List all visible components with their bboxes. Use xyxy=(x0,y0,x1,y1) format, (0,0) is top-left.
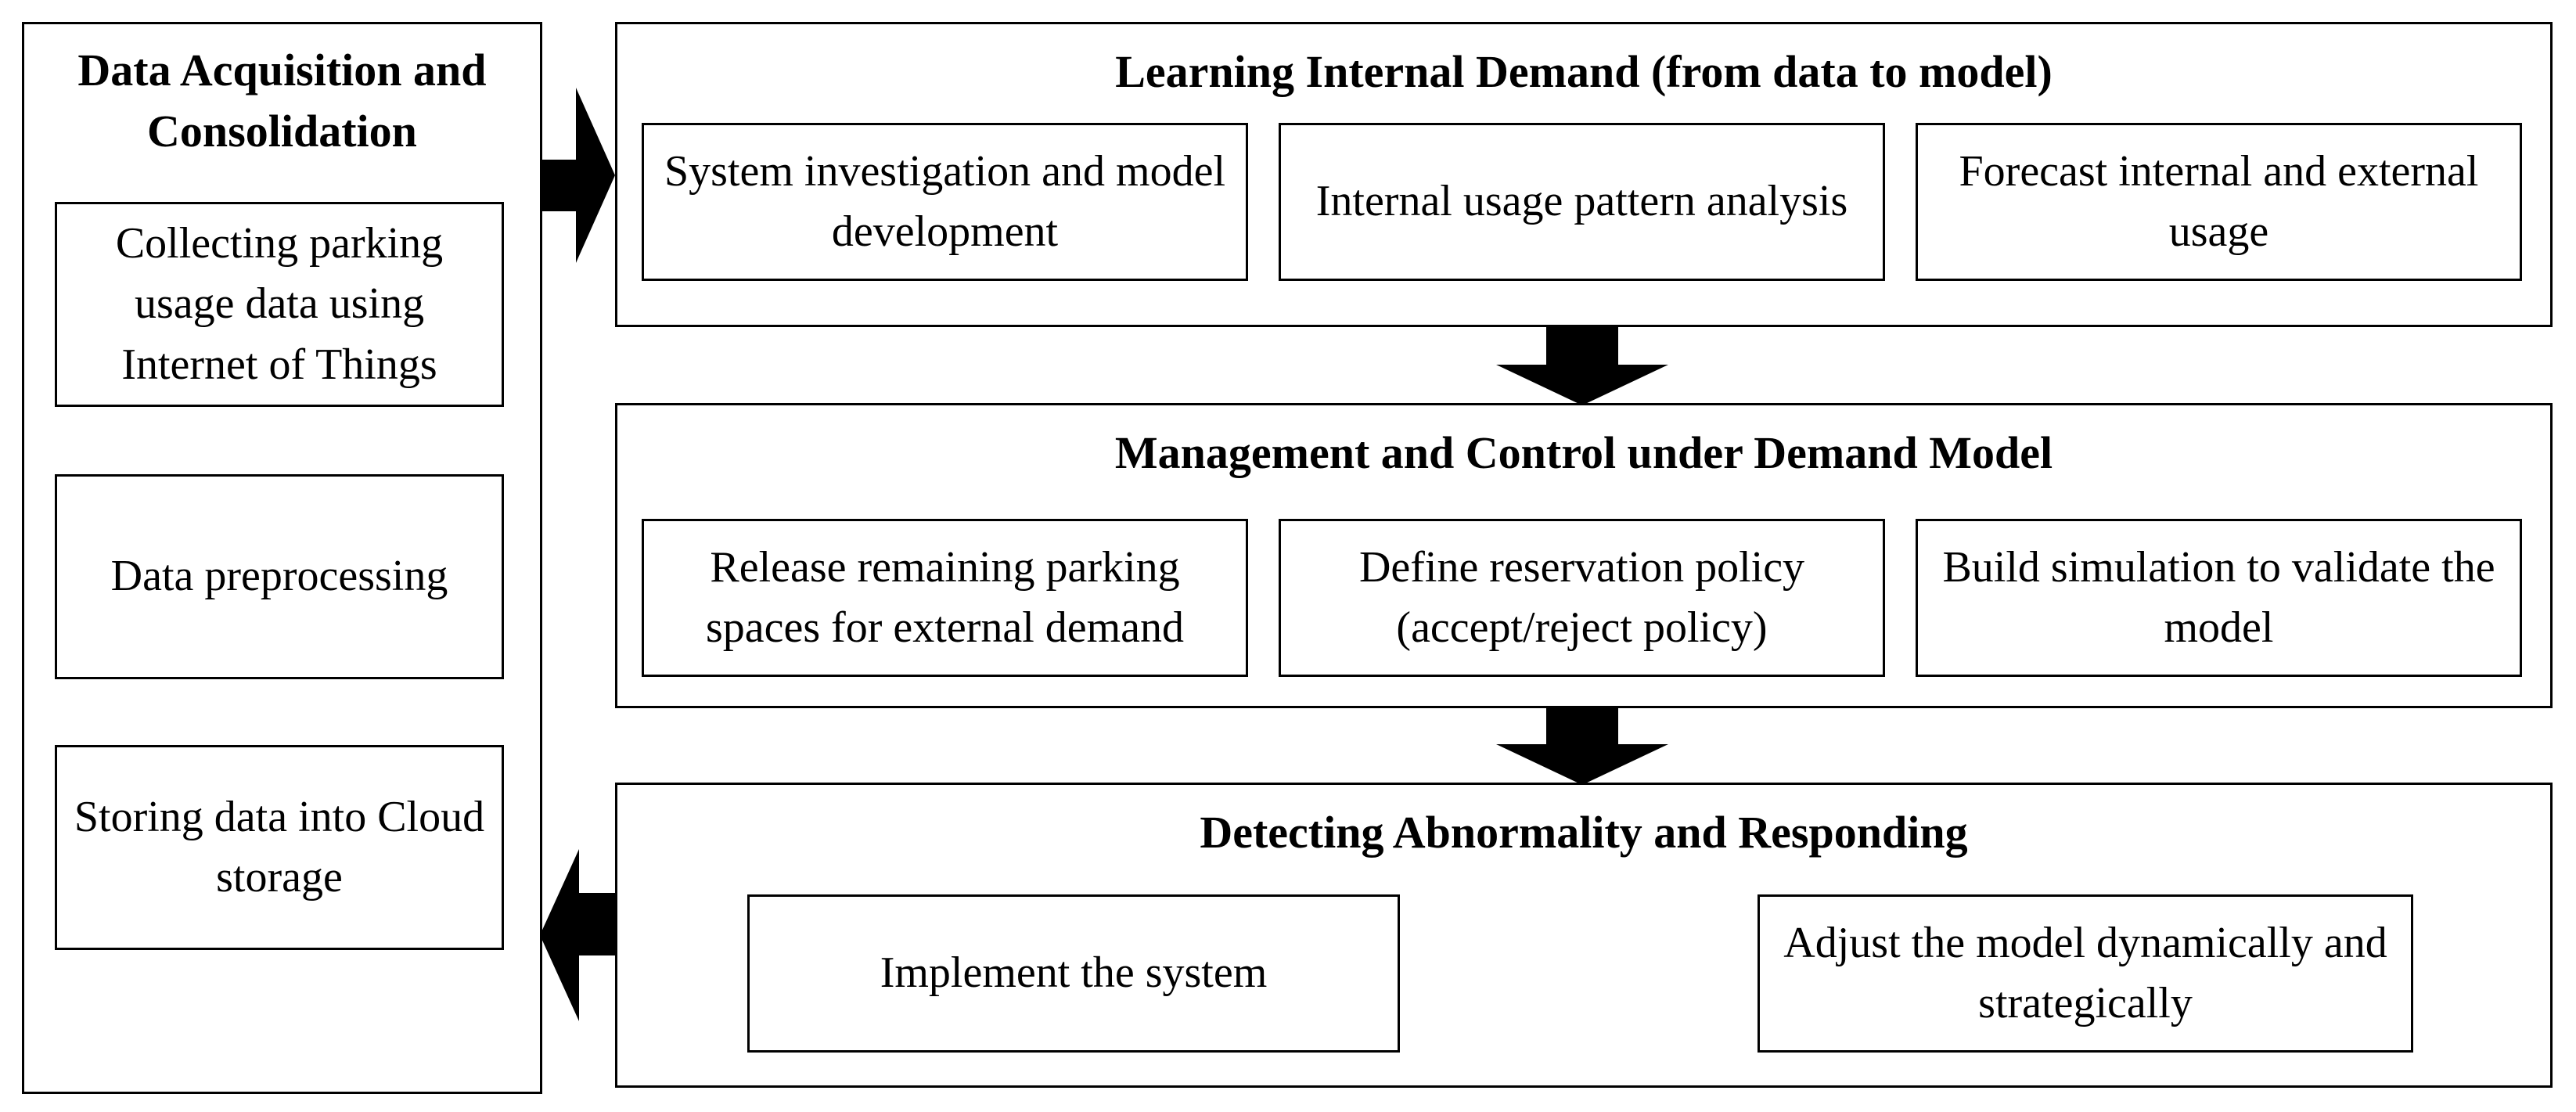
step-collecting-data: Collecting parking usage data using Inte… xyxy=(55,202,504,407)
data-acquisition-title: Data Acquisition and Consolidation xyxy=(77,45,487,157)
arrow-left-to-acquisition xyxy=(540,849,615,1021)
arrow-right-to-learning xyxy=(540,88,615,263)
step-release-parking: Release remaining parking spaces for ext… xyxy=(642,519,1248,677)
stage-learning-demand-title: Learning Internal Demand (from data to m… xyxy=(1115,46,2053,97)
arrow-down-to-management xyxy=(1496,326,1668,405)
stage-management-control-title: Management and Control under Demand Mode… xyxy=(1114,427,2053,478)
step-usage-pattern-analysis: Internal usage pattern analysis xyxy=(1279,123,1885,281)
step-storing-data: Storing data into Cloud storage xyxy=(55,745,504,950)
step-implement-system: Implement the system xyxy=(747,894,1400,1053)
step-reservation-policy: Define reservation policy (accept/reject… xyxy=(1279,519,1885,677)
stage-detecting-abnormality-title: Detecting Abnormality and Responding xyxy=(1200,807,1968,858)
arrow-down-to-detecting xyxy=(1496,707,1668,785)
step-data-preprocessing: Data preprocessing xyxy=(55,474,504,679)
step-build-simulation: Build simulation to validate the model xyxy=(1916,519,2522,677)
step-system-investigation: System investigation and model developme… xyxy=(642,123,1248,281)
step-forecast-usage: Forecast internal and external usage xyxy=(1916,123,2522,281)
step-adjust-model: Adjust the model dynamically and strateg… xyxy=(1758,894,2413,1053)
